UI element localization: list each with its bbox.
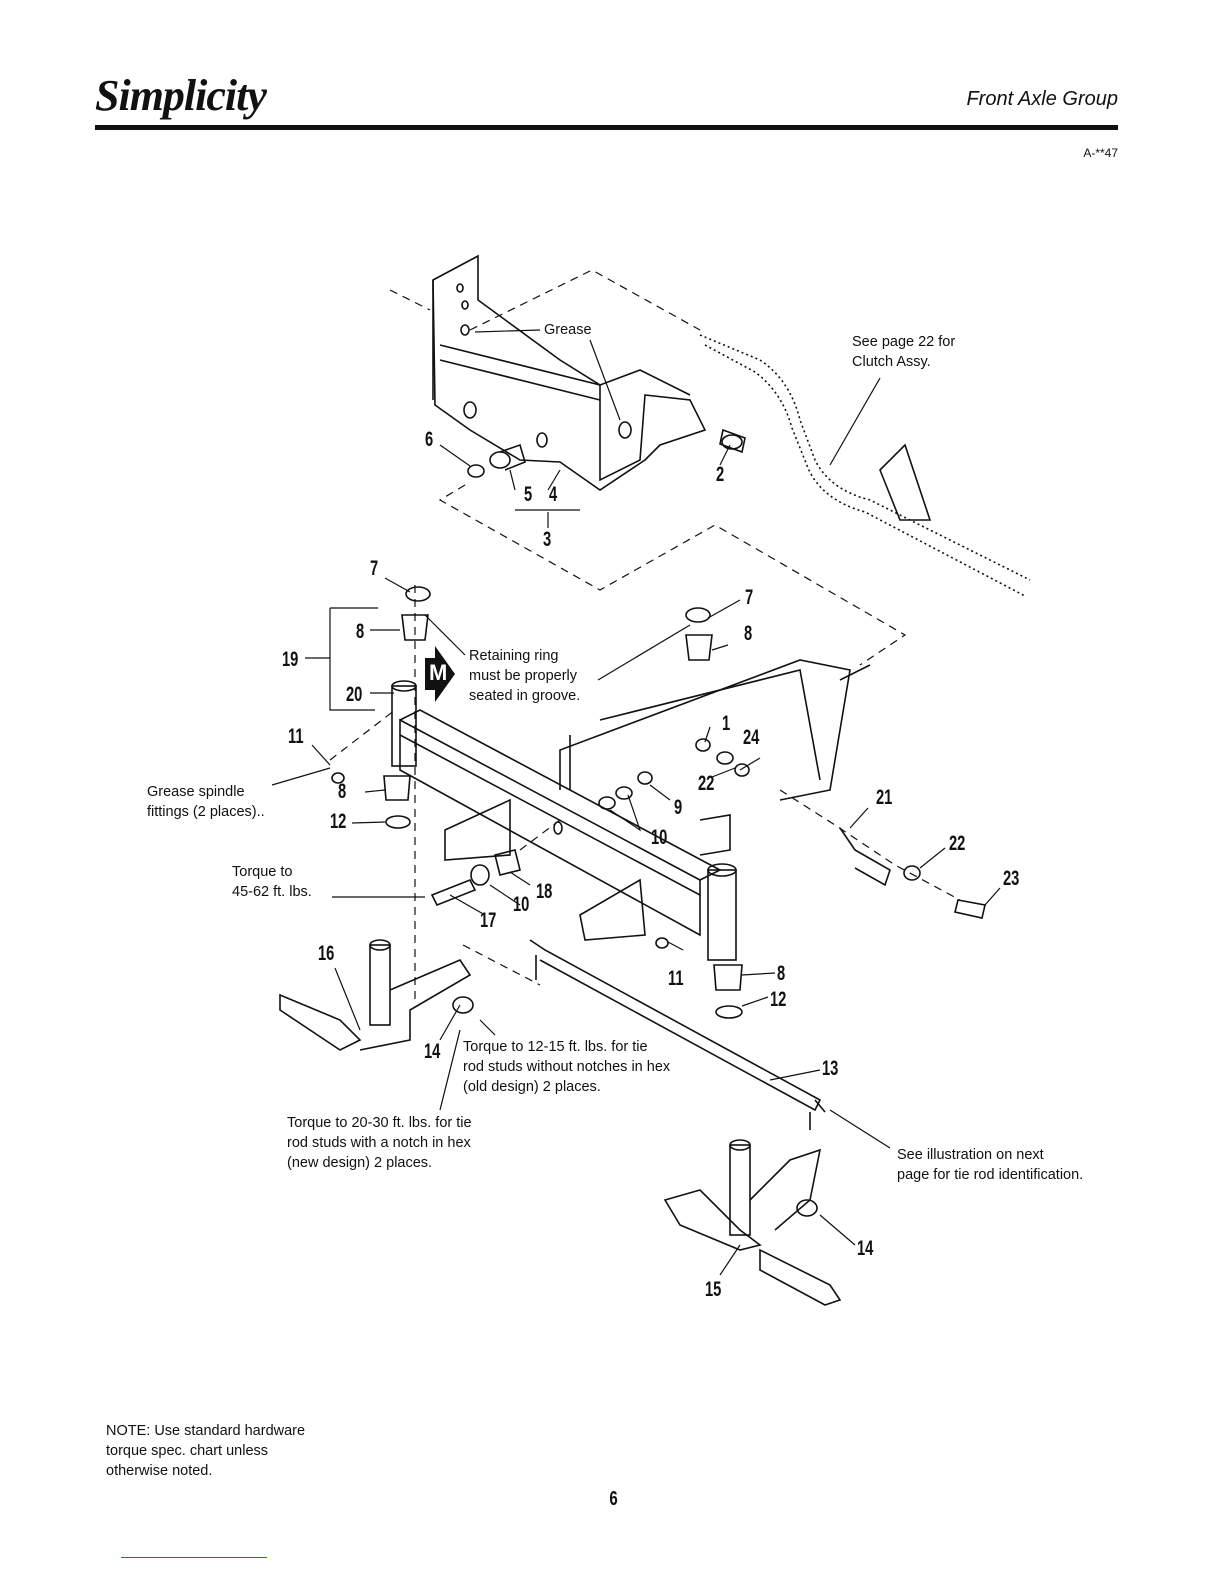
callout-22: 22	[698, 772, 715, 795]
callout-17: 17	[480, 909, 497, 932]
callout-24: 24	[743, 726, 760, 749]
callout-15: 15	[705, 1278, 722, 1301]
clutch-rod	[699, 334, 1031, 597]
right-spindle	[663, 1139, 842, 1306]
callout-22-right: 22	[949, 832, 966, 855]
grease-spindle-note: Grease spindle fittings (2 places)..	[147, 784, 265, 820]
callout-10-lower: 10	[513, 893, 530, 916]
callout-7: 7	[370, 557, 379, 580]
callout-13: 13	[822, 1057, 839, 1080]
hardware-note: NOTE: Use standard hardware torque spec.…	[106, 1423, 306, 1479]
clutch-assy-reference: See page 22 for Clutch Assy.	[852, 334, 956, 370]
tie-rod	[529, 939, 826, 1130]
callout-12-spindle: 12	[770, 988, 787, 1011]
callout-2: 2	[716, 463, 725, 486]
callout-9: 9	[674, 796, 683, 819]
left-spindle	[279, 939, 472, 1051]
callout-12: 12	[330, 810, 347, 833]
callout-1: 1	[722, 712, 731, 735]
callout-21: 21	[876, 786, 893, 809]
tie-rod-reference: See illustration on next page for tie ro…	[897, 1147, 1084, 1183]
torque-45-note: Torque to 45-62 ft. lbs.	[232, 864, 312, 900]
callout-8-spindle: 8	[777, 962, 786, 985]
callout-14-right: 14	[857, 1237, 874, 1260]
callout-6: 6	[425, 428, 434, 451]
page-code: A-**47	[1083, 146, 1118, 160]
callout-11-lower: 11	[668, 967, 684, 990]
callout-8-lower: 8	[338, 780, 347, 803]
spindle-tubes	[391, 680, 737, 961]
assembly-guide-lines	[329, 269, 961, 1000]
upper-bushing-parts	[467, 428, 746, 478]
header-rule	[95, 125, 1118, 130]
callout-11: 11	[288, 725, 304, 748]
callout-3: 3	[543, 528, 552, 551]
brand-logo: Simplicity	[95, 71, 267, 120]
axle-beam	[399, 659, 871, 941]
callout-18: 18	[536, 880, 553, 903]
callout-8-right: 8	[744, 622, 753, 645]
hardware-parts	[331, 434, 986, 1217]
callout-8: 8	[356, 620, 365, 643]
callout-20: 20	[346, 683, 363, 706]
leader-lines	[271, 329, 1001, 1276]
callout-4: 4	[549, 483, 558, 506]
torque-12-note: Torque to 12-15 ft. lbs. for tie rod stu…	[463, 1039, 671, 1095]
callout-23: 23	[1003, 867, 1020, 890]
grease-label: Grease	[544, 322, 592, 338]
callout-14: 14	[424, 1040, 441, 1063]
callout-16: 16	[318, 942, 335, 965]
callout-7-right: 7	[745, 586, 754, 609]
axle-mount-bracket	[432, 254, 707, 491]
m-badge-icon	[425, 646, 455, 702]
section-title: Front Axle Group	[966, 88, 1118, 110]
m-badge-label: M	[429, 660, 448, 685]
page-number: 6	[609, 1488, 618, 1510]
callout-10: 10	[651, 826, 668, 849]
callout-19: 19	[282, 648, 299, 671]
retaining-ring-note: Retaining ring must be properly seated i…	[469, 648, 581, 704]
footer-link-line	[121, 1557, 267, 1558]
callout-5: 5	[524, 483, 533, 506]
torque-20-note: Torque to 20-30 ft. lbs. for tie rod stu…	[287, 1115, 472, 1171]
